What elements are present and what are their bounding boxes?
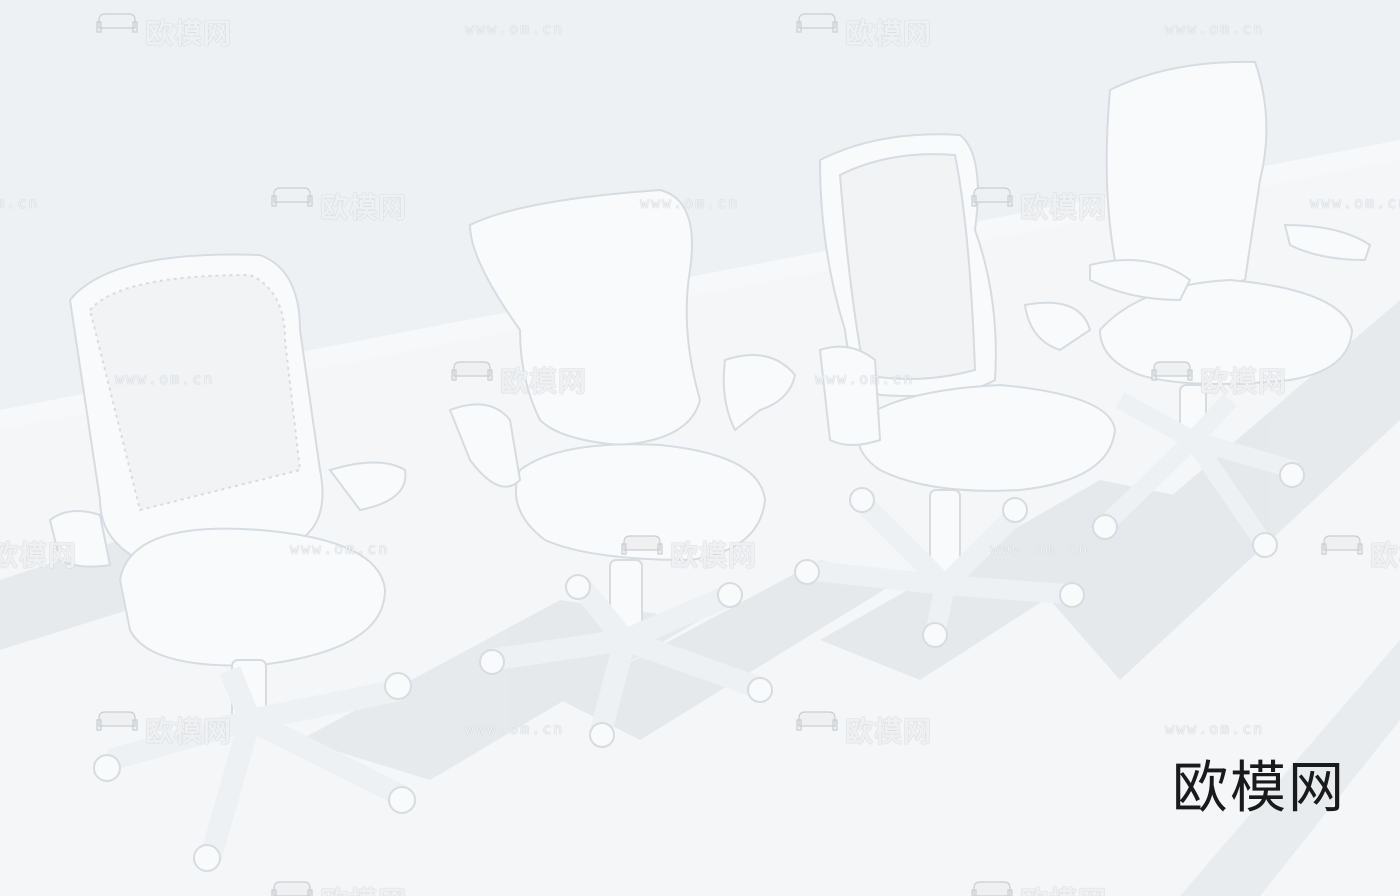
brand-mark-text: 欧模网 bbox=[1172, 756, 1346, 821]
baseboard bbox=[0, 140, 1400, 430]
curved-back-chair bbox=[448, 188, 797, 748]
back-wall bbox=[0, 0, 1400, 410]
light-streak bbox=[1180, 640, 1400, 896]
frame-back-chair bbox=[794, 133, 1117, 648]
high-back-chair bbox=[1023, 60, 1372, 558]
mesh-back-chair bbox=[48, 253, 416, 872]
